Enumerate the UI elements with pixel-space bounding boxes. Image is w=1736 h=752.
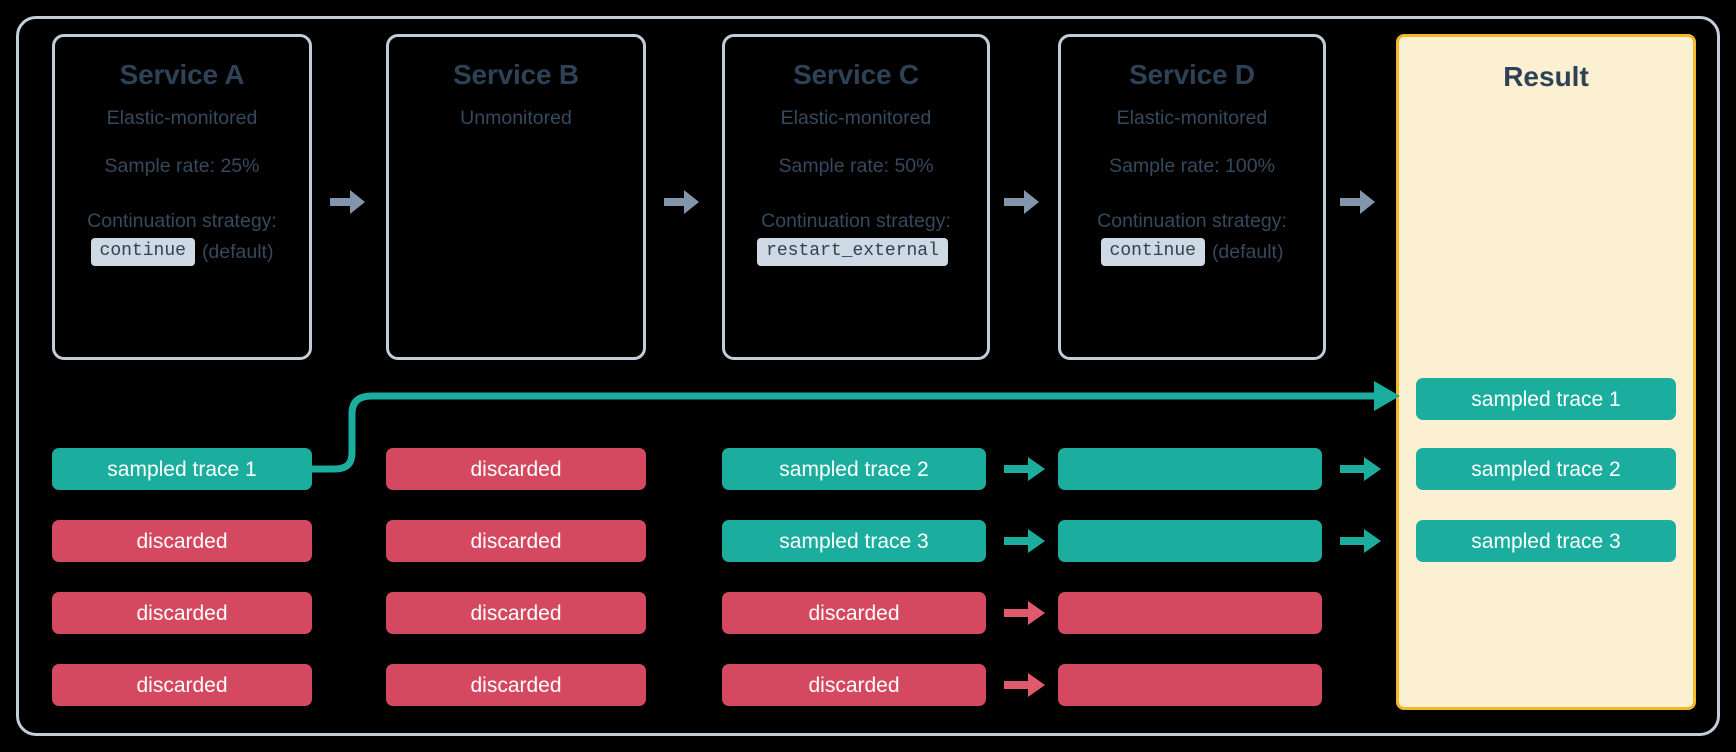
service-card-b: Service B Unmonitored xyxy=(386,34,646,360)
trace-pill-label: discarded xyxy=(470,529,562,553)
trace-pill-label: discarded xyxy=(470,673,562,697)
service-title: Service B xyxy=(453,59,579,90)
service-strategy-note: (default) xyxy=(201,240,274,263)
trace-pill-label: sampled trace 1 xyxy=(107,457,257,481)
trace-pill: discarded xyxy=(52,520,312,562)
trace-pill: discarded xyxy=(386,520,646,562)
trace-pill: discarded xyxy=(52,664,312,706)
flow-arrow-to-result xyxy=(1340,529,1381,553)
flow-arrow-sampled xyxy=(1004,457,1045,481)
trace-pill xyxy=(1058,664,1322,706)
service-strategy-label: Continuation strategy: xyxy=(761,209,951,232)
service-sample-rate: Sample rate: 50% xyxy=(778,154,934,177)
service-monitoring-status: Elastic-monitored xyxy=(1116,107,1268,130)
step-arrow-c-to-d xyxy=(1004,190,1039,214)
result-pill-label: sampled trace 1 xyxy=(1471,387,1621,411)
trace-pill xyxy=(1058,592,1322,634)
service-title: Service C xyxy=(793,59,919,90)
flow-arrow-discarded xyxy=(1004,601,1045,625)
trace-pill-label: discarded xyxy=(136,601,228,625)
service-sample-rate: Sample rate: 100% xyxy=(1109,154,1275,177)
trace-pill-label: discarded xyxy=(808,673,900,697)
service-card-a: Service A Elastic-monitored Sample rate:… xyxy=(52,34,312,360)
trace-pill-label: discarded xyxy=(470,457,562,481)
trace-pill-label: discarded xyxy=(136,529,228,553)
trace-pill: sampled trace 1 xyxy=(52,448,312,490)
service-monitoring-status: Elastic-monitored xyxy=(106,107,258,130)
trace-pill xyxy=(1058,520,1322,562)
service-strategy-value: continue xyxy=(1100,238,1205,266)
flow-arrow-discarded xyxy=(1004,673,1045,697)
service-card-d: Service D Elastic-monitored Sample rate:… xyxy=(1058,34,1326,360)
trace-pill: sampled trace 2 xyxy=(722,448,986,490)
result-pill: sampled trace 3 xyxy=(1416,520,1676,562)
trace-pill: discarded xyxy=(52,592,312,634)
trace-pill-label: discarded xyxy=(470,601,562,625)
service-strategy-label: Continuation strategy: xyxy=(1097,209,1287,232)
step-arrow-a-to-b xyxy=(330,190,365,214)
step-arrow-d-to-result xyxy=(1340,190,1375,214)
service-strategy-row: continue (default) xyxy=(55,238,309,266)
service-strategy-row: restart_external xyxy=(725,238,987,266)
service-title: Service A xyxy=(119,59,245,90)
service-strategy-label: Continuation strategy: xyxy=(87,209,277,232)
trace-pill: discarded xyxy=(386,448,646,490)
service-monitoring-status: Elastic-monitored xyxy=(780,107,932,130)
trace-pill-label: discarded xyxy=(136,673,228,697)
trace-pill: discarded xyxy=(722,592,986,634)
result-pill: sampled trace 1 xyxy=(1416,378,1676,420)
service-title: Service D xyxy=(1129,59,1255,90)
service-monitoring-status: Unmonitored xyxy=(460,107,572,130)
flow-arrow-sampled xyxy=(1004,529,1045,553)
trace-pill: discarded xyxy=(386,592,646,634)
trace-pill-label: discarded xyxy=(808,601,900,625)
service-sample-rate: Sample rate: 25% xyxy=(104,154,260,177)
step-arrow-b-to-c xyxy=(664,190,699,214)
service-strategy-value: restart_external xyxy=(757,238,948,266)
trace-pill: discarded xyxy=(386,664,646,706)
trace-pill: discarded xyxy=(722,664,986,706)
service-strategy-row: continue (default) xyxy=(1061,238,1323,266)
flow-arrow-to-result xyxy=(1340,457,1381,481)
trace-pill: sampled trace 3 xyxy=(722,520,986,562)
trace-pill-label: sampled trace 2 xyxy=(779,457,929,481)
result-panel: Result xyxy=(1396,34,1696,710)
result-title: Result xyxy=(1503,61,1589,92)
trace-pill xyxy=(1058,448,1322,490)
result-pill-label: sampled trace 2 xyxy=(1471,457,1621,481)
service-card-c: Service C Elastic-monitored Sample rate:… xyxy=(722,34,990,360)
result-pill: sampled trace 2 xyxy=(1416,448,1676,490)
service-strategy-note: (default) xyxy=(1211,240,1284,263)
trace-pill-label: sampled trace 3 xyxy=(779,529,929,553)
service-strategy-value: continue xyxy=(90,238,195,266)
result-pill-label: sampled trace 3 xyxy=(1471,529,1621,553)
